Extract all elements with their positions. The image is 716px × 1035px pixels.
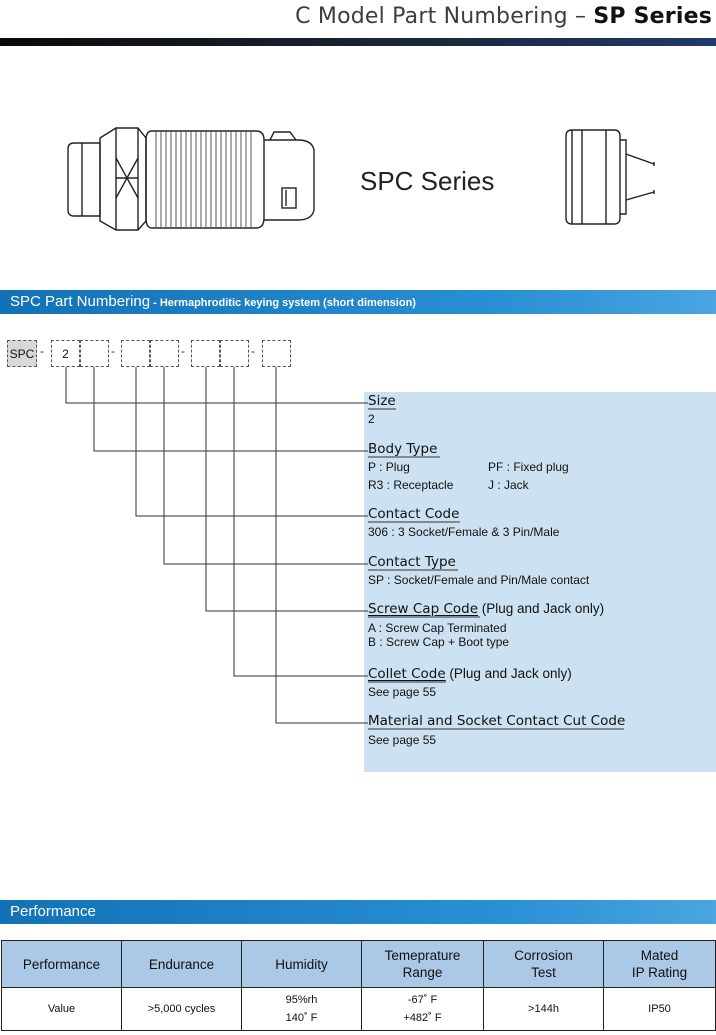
description-panel [364,392,716,772]
screw-cap-option: B : Screw Cap + Boot type [368,635,510,649]
field-material-title: Material and Socket Contact Cut Code [368,713,626,729]
performance-value-cell: >5,000 cycles [121,987,242,1031]
screw-cap-title-text: Screw Cap Code [368,601,479,617]
field-material-value: See page 55 [368,733,437,747]
performance-header-row: Performance Endurance Humidity Temepratu… [1,940,716,988]
part-numbering-section-bar: SPC Part Numbering - Hermaphroditic keyi… [0,290,716,314]
performance-value-cell: Value [1,987,122,1031]
field-contact-code-title: Contact Code [368,506,460,522]
page-title-series: SP Series [593,4,712,29]
performance-header-cell: Performance [1,940,122,988]
page-title: C Model Part Numbering – SP Series [295,4,712,29]
body-type-option: P : Plug [368,460,410,474]
field-contact-code-value: 306 : 3 Socket/Female & 3 Pin/Male [368,525,560,539]
field-collet-value: See page 55 [368,685,437,699]
performance-value-cell: >144h [483,987,604,1031]
field-size-title: Size [368,393,396,409]
field-screw-cap-title: Screw Cap Code (Plug and Jack only) [368,601,604,617]
performance-value-cell: IP50 [603,987,716,1031]
field-contact-type-value: SP : Socket/Female and Pin/Male contact [368,573,590,587]
series-label: SPC Series [360,166,495,196]
code-separator: - [251,344,255,358]
performance-header-cell: Humidity [241,940,362,988]
collet-title-text: Collet Code [368,666,446,682]
header-rule [0,38,716,46]
performance-section-bar: Performance [0,900,716,924]
connector-front-view-illustration [565,129,655,225]
code-box-contact-type [150,340,179,367]
page-title-prefix: C Model Part Numbering – [295,4,594,29]
performance-header-cell: Endurance [121,940,242,988]
part-numbering-section-title: SPC Part Numbering [10,293,151,310]
screw-cap-option: A : Screw Cap Terminated [368,621,507,635]
field-body-type-title: Body Type [368,441,438,457]
field-size-value: 2 [368,412,375,426]
code-box-body-type [80,340,109,367]
code-box-collet [220,340,249,367]
code-box-prefix: SPC [7,340,37,367]
code-box-size: 2 [51,340,80,367]
code-separator: - [181,344,185,358]
body-type-option: R3 : Receptacle [368,478,454,492]
performance-value-cell: -67˚ F +482˚ F [361,987,484,1031]
code-box-material [262,340,291,367]
performance-header-cell: Mated IP Rating [603,940,716,988]
performance-value-cell: 95%rh 140˚ F [241,987,362,1031]
performance-section-title: Performance [10,903,96,920]
performance-header-cell: Temeprature Range [361,940,484,988]
code-separator: - [111,344,115,358]
screw-cap-note: (Plug and Jack only) [478,601,605,616]
field-collet-title: Collet Code (Plug and Jack only) [368,666,572,682]
connector-side-view-illustration [67,127,315,231]
collet-note: (Plug and Jack only) [445,666,572,681]
code-box-screw-cap [191,340,220,367]
performance-table: Performance Endurance Humidity Temepratu… [1,940,716,1031]
code-separator: - [40,344,44,358]
code-box-contact-code [121,340,150,367]
body-type-option: J : Jack [488,478,529,492]
performance-value-row: Value >5,000 cycles 95%rh 140˚ F -67˚ F … [1,987,716,1031]
field-contact-type-title: Contact Type [368,554,456,570]
part-numbering-section-subtitle: - Hermaphroditic keying system (short di… [150,297,416,309]
performance-header-cell: Corrosion Test [483,940,604,988]
body-type-option: PF : Fixed plug [488,460,569,474]
